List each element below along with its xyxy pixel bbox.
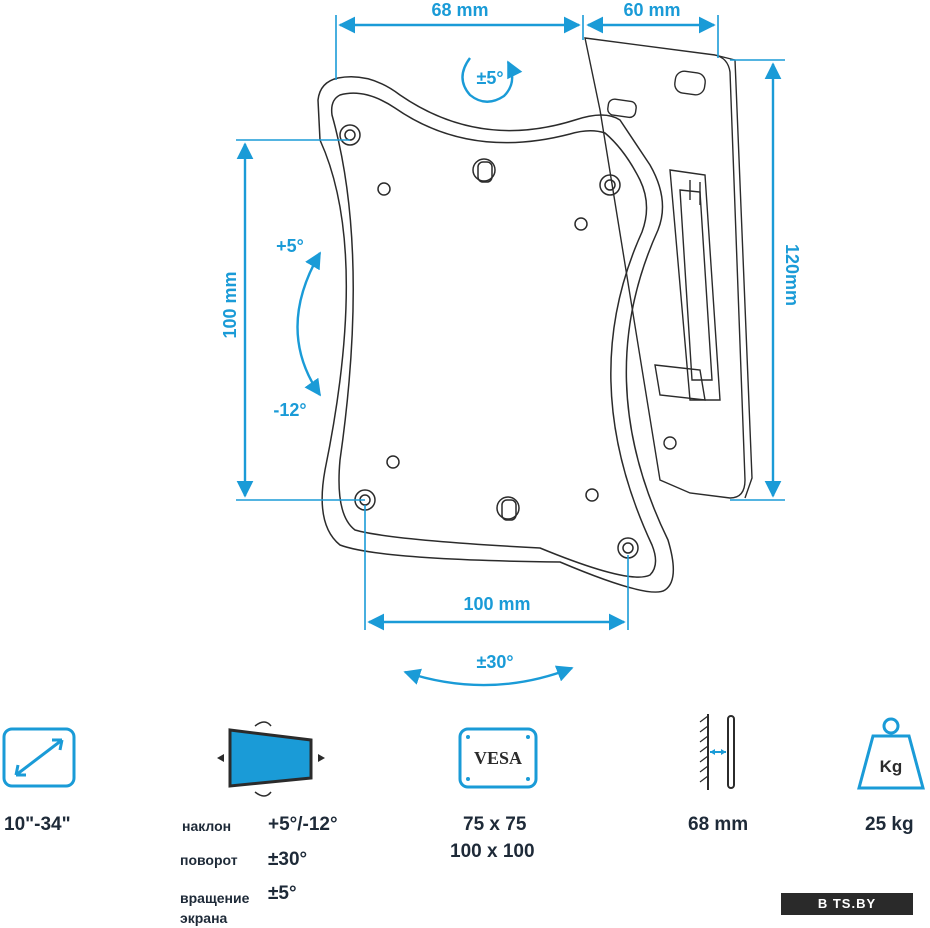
vesa-icon-text: VESA — [474, 748, 522, 768]
movement-value-tilt: +5°/-12° — [268, 814, 338, 835]
vesa-value-1: 75 x 75 — [463, 814, 527, 835]
movement-label-tilt: наклон — [182, 818, 232, 834]
movement-label-rotation: вращение экрана — [180, 890, 250, 926]
screen-motion-icon — [217, 721, 325, 797]
screen-size-value: 10"-34" — [4, 814, 71, 835]
vesa-icon: VESA — [458, 727, 538, 789]
dim-bottom-width: 100 mm — [463, 594, 530, 614]
watermark: B TS.BY — [781, 893, 913, 915]
movement-value-rotation: ±5° — [268, 883, 297, 904]
vesa-value-2: 100 x 100 — [450, 841, 535, 862]
mount-diagram: 68 mm 60 mm ±5° 100 mm 120mm +5° -12° 10… — [220, 0, 802, 687]
dimension-arrows — [236, 16, 782, 687]
dim-height-right: 120mm — [782, 244, 802, 306]
vesa-plate — [317, 76, 674, 593]
dim-height-left: 100 mm — [220, 271, 240, 338]
extension-lines — [236, 15, 785, 630]
dim-swivel: ±30° — [476, 652, 513, 672]
dim-top-depth: 60 mm — [623, 0, 680, 20]
dim-tilt-up: +5° — [276, 236, 304, 256]
dim-top-width: 68 mm — [431, 0, 488, 20]
weight-icon-text: Kg — [880, 757, 903, 776]
wall-plate — [584, 37, 753, 499]
depth-value: 68 mm — [688, 814, 749, 835]
wall-depth-icon — [699, 714, 735, 790]
load-value: 25 kg — [865, 814, 914, 835]
movement-label-swivel: поворот — [180, 852, 238, 868]
dim-tilt-down: -12° — [273, 400, 306, 420]
dim-rotation-top: ±5° — [476, 68, 503, 88]
movement-value-swivel: ±30° — [268, 849, 308, 870]
diagonal-arrow-icon — [2, 727, 76, 788]
weight-icon: Kg — [857, 717, 925, 790]
